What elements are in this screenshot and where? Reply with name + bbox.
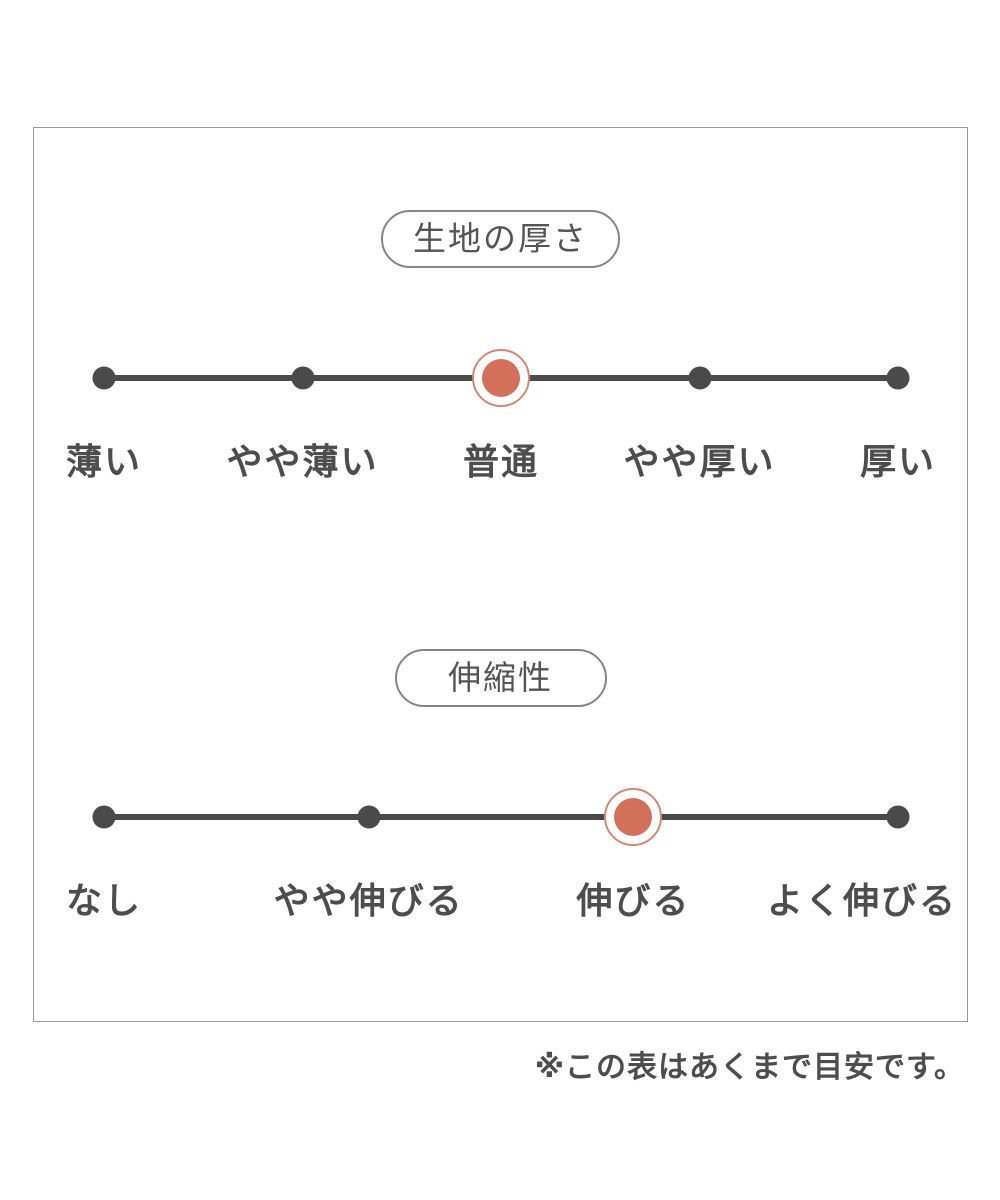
stretch-scale-section: 伸縮性 なし やや伸びる 伸びる よく伸びる: [34, 649, 967, 924]
scale-dot: [886, 805, 910, 829]
scale-label: やや厚い: [623, 442, 776, 483]
scale-label: 薄い: [65, 442, 143, 483]
thickness-scale-section: 生地の厚さ 薄い やや薄い 普通 やや厚い 厚い: [34, 210, 967, 485]
scale-label: 普通: [462, 442, 540, 483]
scale-label: やや薄い: [226, 442, 379, 483]
thickness-title-pill: 生地の厚さ: [381, 210, 620, 268]
scale-dot: [357, 805, 381, 829]
scale-labels: なし やや伸びる 伸びる よく伸びる: [34, 872, 967, 924]
scale-dot: [688, 366, 711, 390]
footnote: ※この表はあくまで目安です。: [534, 1050, 965, 1085]
thickness-title: 生地の厚さ: [413, 219, 588, 258]
active-dot: [482, 359, 520, 397]
scale-label: なし: [65, 881, 143, 922]
scale-track: [34, 348, 967, 408]
stretch-title: 伸縮性: [448, 658, 553, 697]
scale-label: よく伸びる: [766, 881, 957, 922]
scale-dot: [92, 366, 116, 390]
active-dot: [614, 798, 653, 836]
scale-label: やや伸びる: [273, 881, 464, 922]
scale-dot: [886, 366, 910, 390]
scale-labels: 薄い やや薄い 普通 やや厚い 厚い: [34, 433, 967, 485]
scale-track: [34, 787, 967, 847]
scale-label: 伸びる: [576, 881, 691, 922]
scale-track-line: [104, 814, 896, 820]
spec-chart-box: 生地の厚さ 薄い やや薄い 普通 やや厚い 厚い 伸縮性 なし やや伸びる 伸びる よく伸びる: [33, 127, 968, 1022]
scale-dot: [92, 805, 116, 829]
scale-dot: [291, 366, 314, 390]
stretch-title-pill: 伸縮性: [394, 649, 607, 707]
scale-label: 厚い: [859, 442, 937, 483]
